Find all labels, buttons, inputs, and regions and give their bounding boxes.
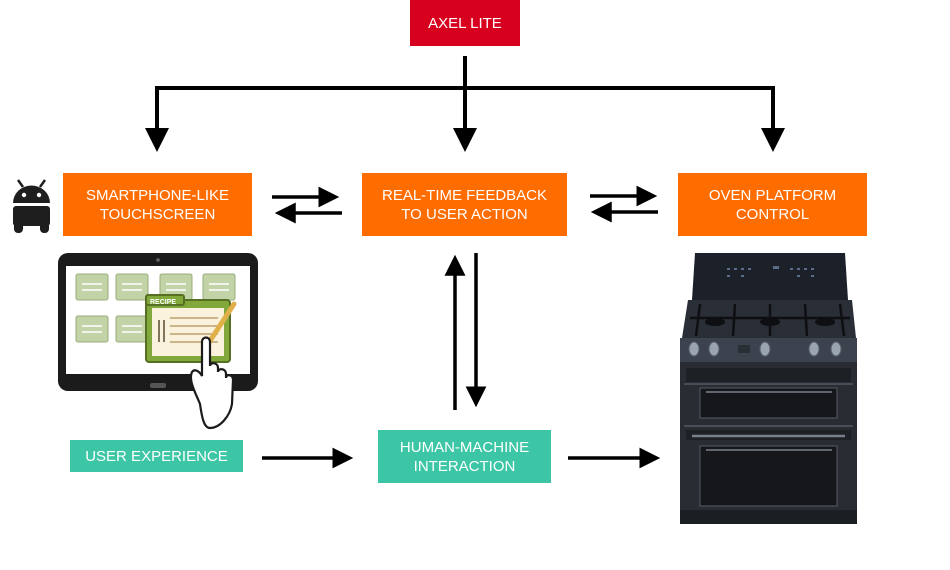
feedback-box: REAL-TIME FEEDBACK TO USER ACTION — [362, 173, 567, 236]
axel-lite-box: AXEL LITE — [410, 0, 520, 46]
feedback-line1: REAL-TIME FEEDBACK — [381, 186, 548, 204]
touchscreen-box: SMARTPHONE-LIKE TOUCHSCREEN — [63, 173, 252, 236]
touchscreen-line2: TOUCHSCREEN — [99, 205, 216, 223]
feedback-line2: TO USER ACTION — [401, 205, 528, 223]
oven-control-line1: OVEN PLATFORM — [708, 186, 837, 204]
user-experience-label: USER EXPERIENCE — [85, 447, 228, 465]
hmi-box: HUMAN-MACHINE INTERACTION — [378, 430, 551, 483]
user-experience-box: USER EXPERIENCE — [70, 440, 243, 472]
oven-control-box: OVEN PLATFORM CONTROL — [678, 173, 867, 236]
hmi-line2: INTERACTION — [413, 457, 516, 475]
axel-lite-label: AXEL LITE — [428, 14, 502, 32]
distribution-arrows — [145, 56, 785, 152]
hmi-line1: HUMAN-MACHINE — [399, 438, 530, 456]
oven-control-line2: CONTROL — [735, 205, 810, 223]
touchscreen-line1: SMARTPHONE-LIKE — [85, 186, 230, 204]
recipe-card-label: RECIPE — [150, 299, 176, 306]
